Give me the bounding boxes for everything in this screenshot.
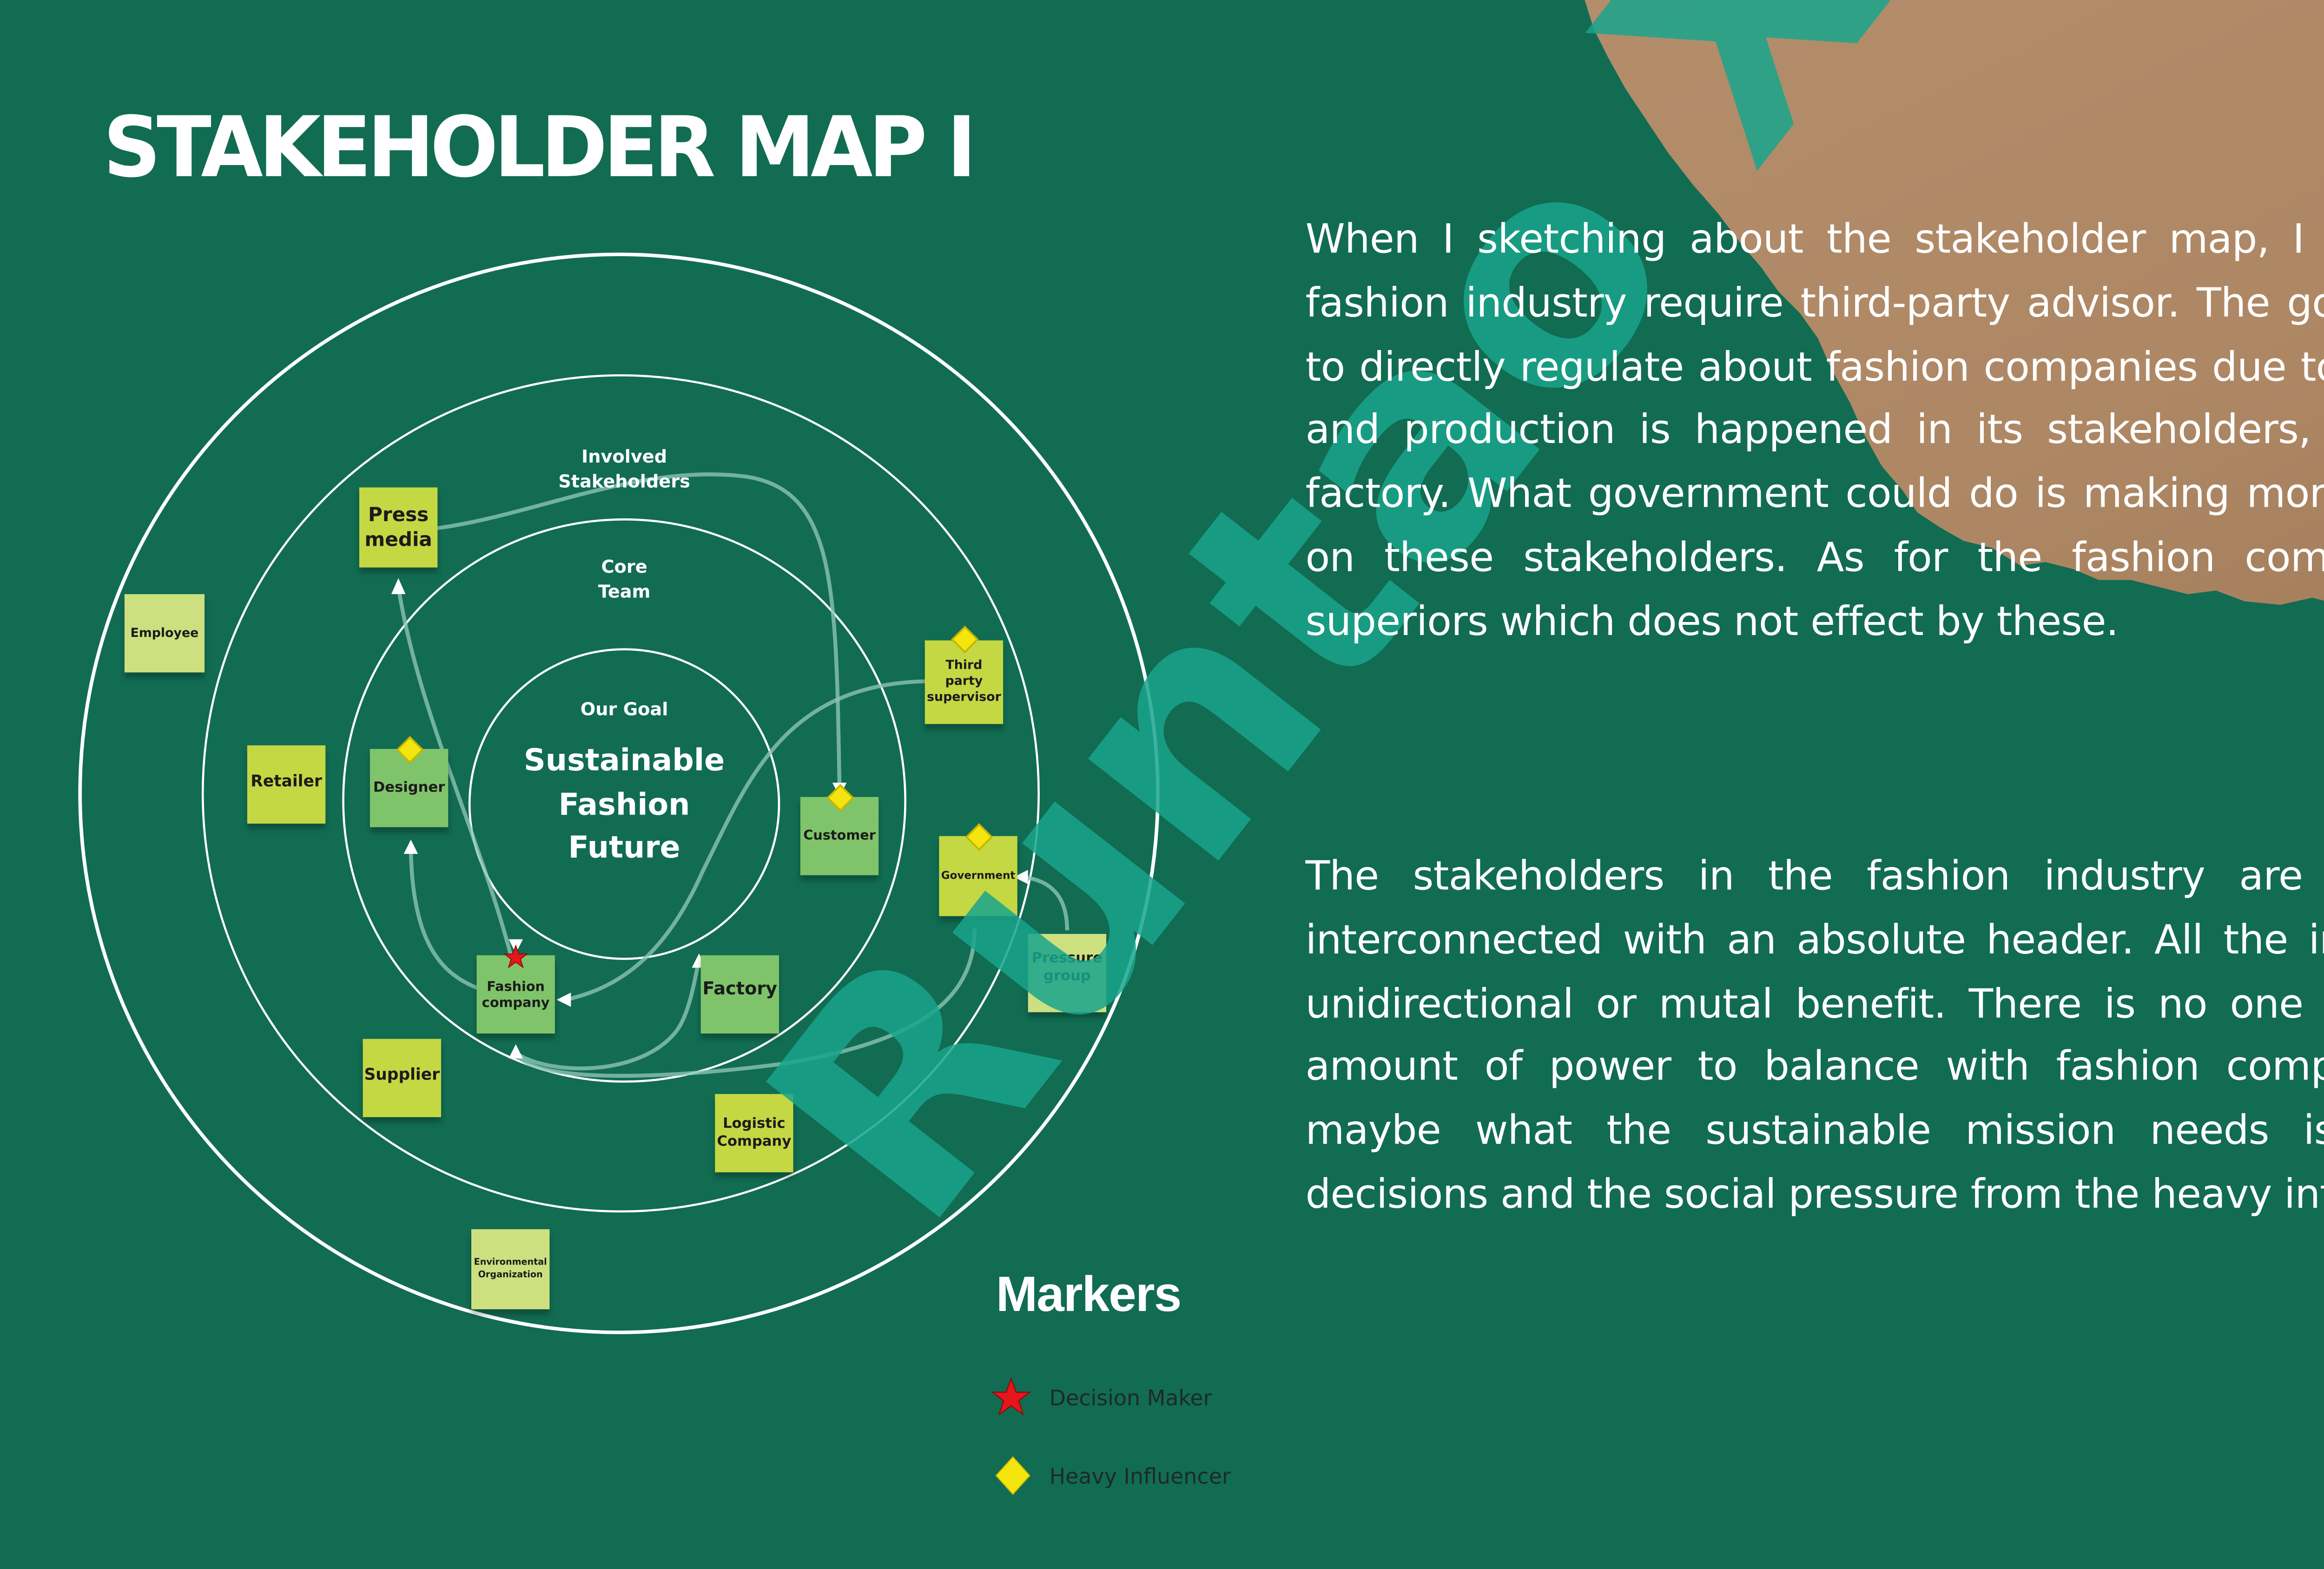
note-pressure-group: Pressure group — [1028, 933, 1107, 1013]
note-supplier: Supplier — [363, 1039, 441, 1118]
core-team-label: Core Team — [598, 558, 651, 602]
goal-ring — [468, 648, 780, 960]
goal-title: Sustainable Fashion Future — [523, 743, 725, 867]
our-goal-label: Our Goal — [580, 701, 668, 721]
connector-pressure-to-government — [1022, 875, 1070, 931]
note-employee: Employee — [124, 594, 205, 673]
connector-government-to-fashion — [514, 928, 977, 1078]
arrowhead-fashion-right — [556, 993, 571, 1007]
note-factory: Factory — [700, 955, 779, 1034]
legend-label: Decision Maker — [1049, 1384, 1212, 1410]
arrowhead-designer — [403, 840, 418, 854]
outer-ring — [78, 252, 1160, 1334]
legend-item-heavy-influencer: Heavy Influencer — [994, 1455, 1231, 1496]
note-third-party-supervisor: Third party supervisor — [924, 640, 1004, 724]
body-paragraph-1: When I sketching about the stakeholder m… — [1305, 217, 2324, 646]
note-designer: Designer — [370, 748, 449, 828]
note-logistic-company: Logistic Company — [715, 1094, 793, 1172]
core-ring — [342, 518, 906, 1083]
yellow-diamond-icon — [995, 1456, 1031, 1495]
body-paragraph-2: The stakeholders in the fashion industry… — [1305, 854, 2324, 1219]
connector-fashion-to-factory — [515, 960, 701, 1071]
legend-label: Heavy Influencer — [1049, 1463, 1231, 1488]
arrowhead-press — [391, 578, 406, 595]
decision-maker-icon-fashion-company — [503, 944, 528, 969]
page-title: STAKEHOLDER MAP I — [103, 99, 977, 198]
legend-item-decision-maker: Decision Maker — [990, 1377, 1212, 1418]
note-press-media: Press media — [359, 487, 438, 568]
markers-legend-title: Markers — [996, 1266, 1182, 1322]
involved-ring — [201, 374, 1040, 1213]
note-fashion-company: Fashion company — [476, 955, 555, 1034]
connector-third-party-to-fashion — [565, 679, 925, 1002]
arrowhead-fashion-bottom — [508, 1044, 523, 1059]
connector-fashion-to-designer — [409, 850, 481, 991]
note-environmental-organization: Environmental Organization — [471, 1229, 550, 1310]
connector-fashion-to-press — [396, 587, 515, 961]
red-star-icon — [990, 1377, 1031, 1416]
arrowhead-government — [1014, 870, 1028, 884]
connector-press-to-customer — [435, 472, 842, 787]
note-retailer: Retailer — [247, 745, 326, 824]
note-customer: Customer — [800, 797, 879, 875]
involved-stakeholders-label: Involved Stakeholders — [558, 448, 690, 492]
